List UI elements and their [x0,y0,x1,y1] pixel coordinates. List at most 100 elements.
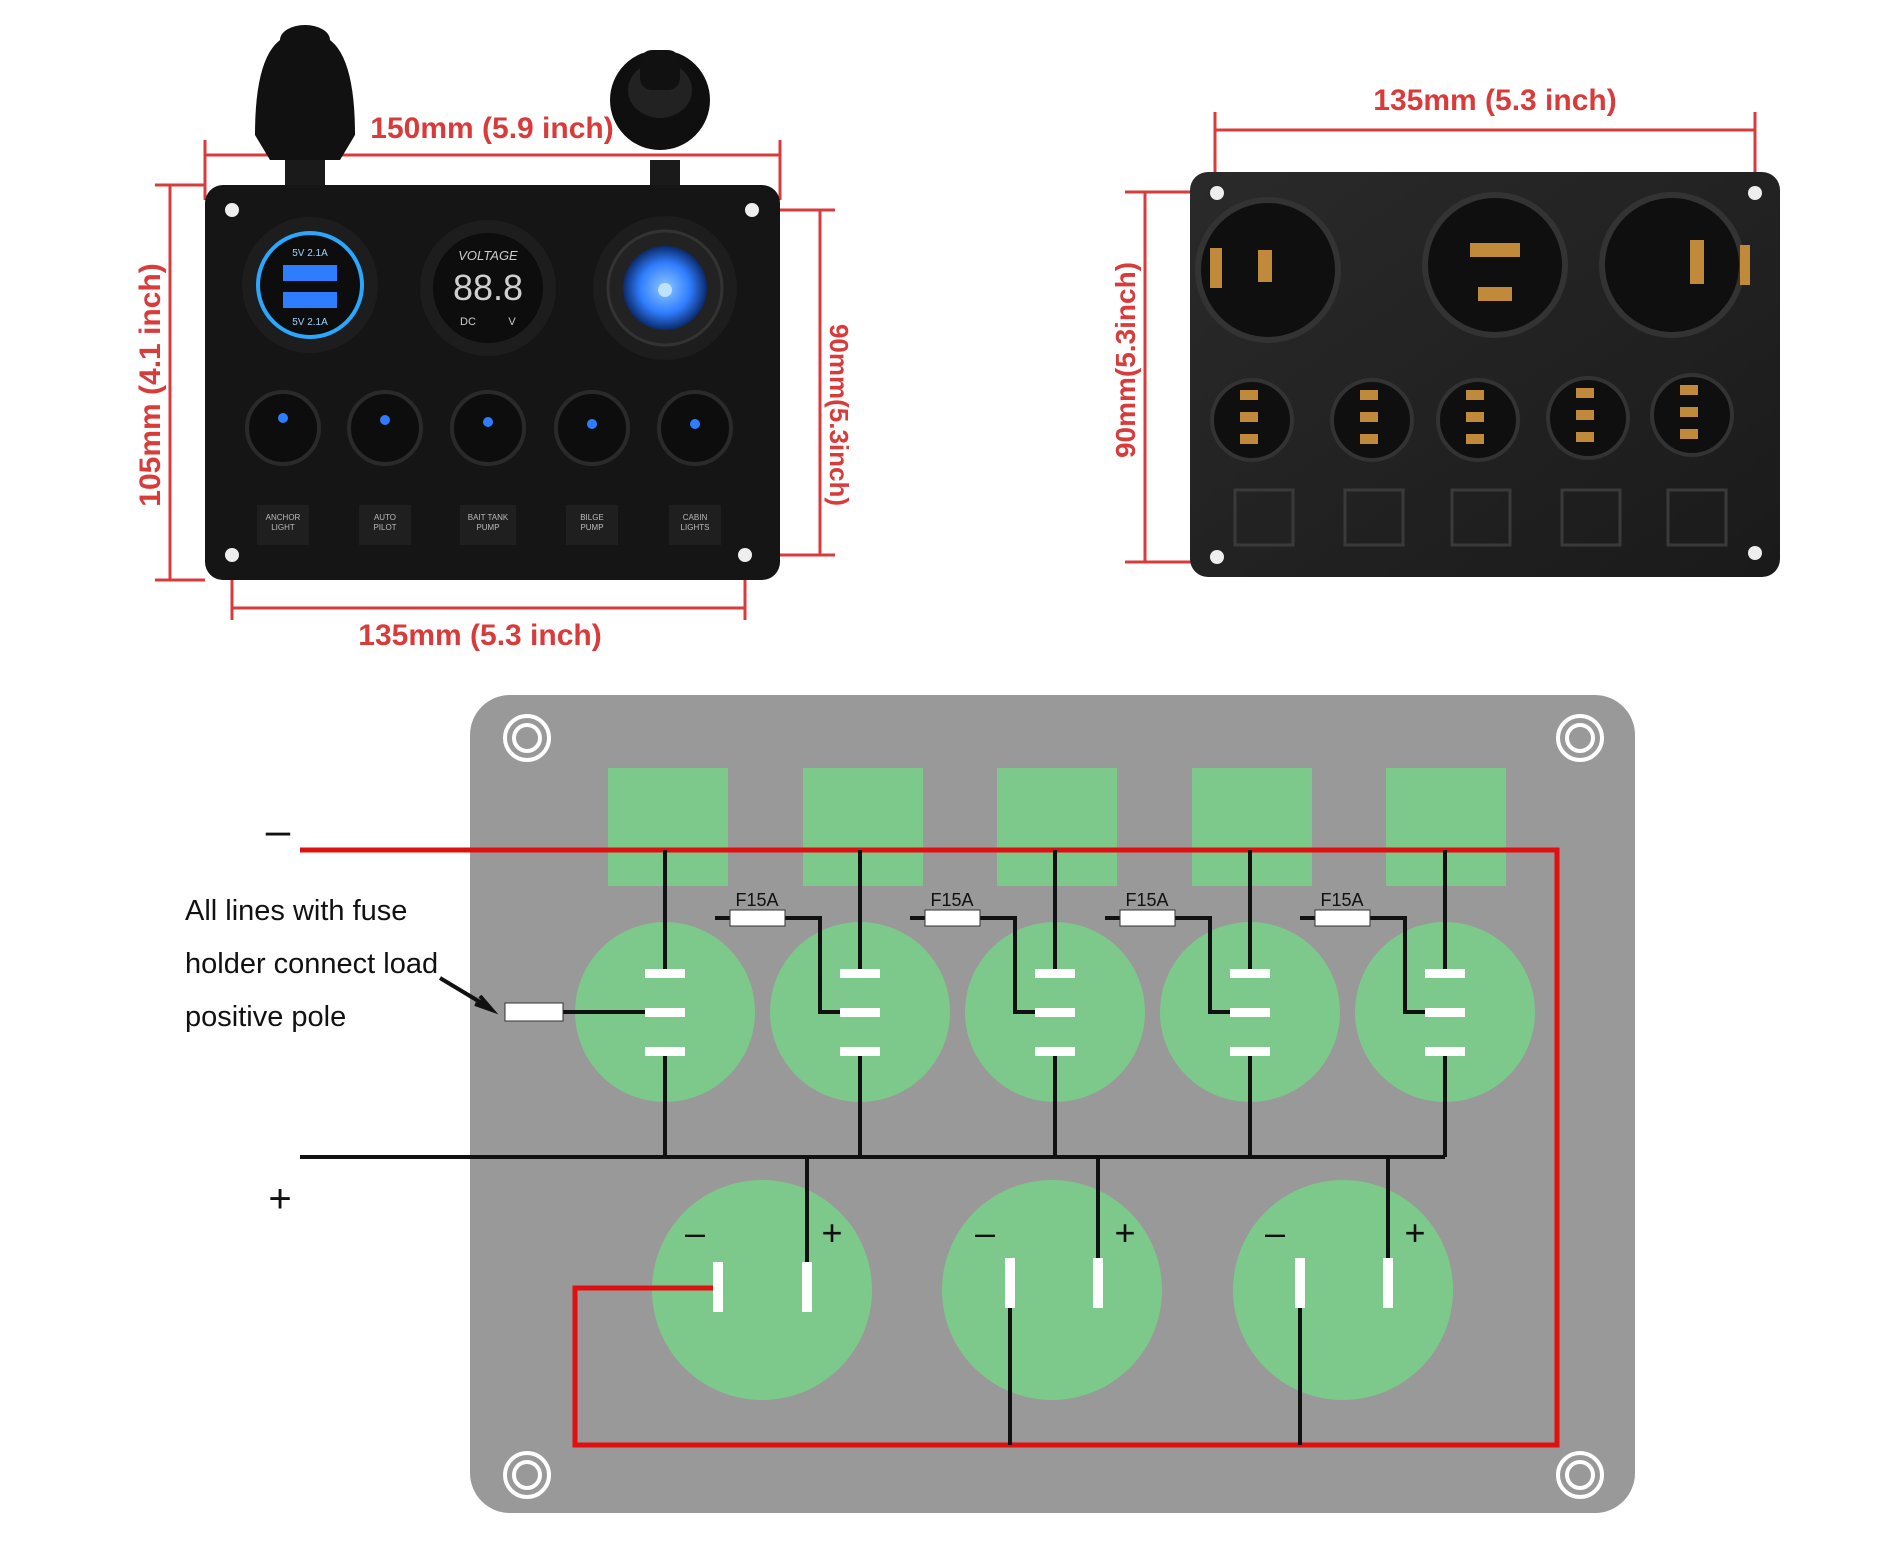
diagram-label-squares [608,768,1506,886]
voltmeter-title: VOLTAGE [458,248,518,263]
socket-circle [942,1180,1162,1400]
fuse-note-line-3: positive pole [185,1001,346,1033]
rear-label-recess [1343,488,1405,547]
rear-label-recess [1666,488,1728,547]
rocker-switch [657,390,733,466]
front-height-right-label: 90mm(5.3inch) [824,324,854,506]
rear-socket-housings [1195,192,1750,343]
fuse-note-line-1: All lines with fuse [185,895,407,927]
mount-hole [225,203,239,217]
negative-wire [300,847,1560,1448]
switch-label-5-line-2: LIGHTS [681,523,710,532]
rocker-switches [245,390,733,466]
corner-screws [503,714,1604,1499]
usb-charger: 5V 2.1A 5V 2.1A [242,217,378,353]
rear-label-recess [1450,488,1512,547]
back-view: 135mm (5.3 inch) 90mm(5.3inch) [1110,84,1780,577]
screw-icon-inner [1565,723,1595,753]
switch-label-4-line-2: PUMP [580,523,603,532]
fuse-note-line-2: holder connect load [185,948,438,980]
rear-switch-terminals [1210,373,1734,462]
switch-pins [645,969,1465,1056]
screw-icon-inner [512,1460,542,1490]
fuse-label: F15A [930,890,973,910]
mount-hole [1210,550,1224,564]
socket-circle [1233,1180,1453,1400]
diagram-socket-circles [652,1180,1453,1400]
fuse-holder [924,909,981,927]
fuse-label: F15A [735,890,778,910]
socket-plus-sign: + [1114,1212,1135,1253]
rear-switch-body [1436,378,1520,462]
negative-terminal-label: – [266,806,291,855]
screw-icon [1556,714,1604,762]
rear-switch-body [1330,378,1414,462]
switch-label-3-line-1: BAIT TANK [468,513,509,522]
rocker-switch [554,390,630,466]
rear-socket-housing [1422,192,1568,338]
usb-bottom-rating: 5V 2.1A [292,317,328,328]
mount-hole [1210,186,1224,200]
mount-hole [1748,186,1762,200]
rocker-switch [347,390,423,466]
fuse-label: F15A [1320,890,1363,910]
switch-label-2-line-2: PILOT [373,523,396,532]
rear-switch-body [1650,373,1734,457]
voltmeter-unit-dc: DC [460,316,476,328]
back-width-label: 135mm (5.3 inch) [1373,84,1616,117]
load-label-square [608,768,728,886]
socket-minus-sign: – [685,1212,705,1253]
front-width-bottom-label: 135mm (5.3 inch) [358,619,601,652]
switch-label-2-line-1: AUTO [374,513,396,522]
front-height-left-label: 105mm (4.1 inch) [134,263,167,506]
front-view: 150mm (5.9 inch) 105mm (4.1 inch) 90mm(5… [134,25,854,652]
switch-labels: ANCHOR LIGHT AUTO PILOT BAIT TANK PUMP B… [257,505,721,545]
screw-icon [1556,1451,1604,1499]
fuses [504,909,1371,1022]
back-height-label: 90mm(5.3inch) [1110,262,1141,458]
socket-plus-sign: + [821,1212,842,1253]
switch-label-5-line-1: CABIN [683,513,708,522]
fuse-holder [504,1002,564,1022]
mount-hole [225,548,239,562]
rocker-switch [450,390,526,466]
rear-label-recess [1560,488,1622,547]
rear-label-recess [1233,488,1295,547]
fuse-holder [1119,909,1176,927]
positive-terminal-label: + [268,1177,291,1221]
load-label-square [803,768,923,886]
screw-icon [503,714,551,762]
voltmeter: VOLTAGE 88.8 DC V [420,220,556,356]
rear-switch-body [1546,376,1630,460]
power-socket [593,216,737,360]
mount-hole [738,548,752,562]
switch-label-1-line-1: ANCHOR [266,513,301,522]
fuse-labels: F15A F15A F15A F15A [735,890,1363,910]
voltmeter-unit-v: V [508,316,516,328]
rear-label-recesses [1233,488,1728,547]
mount-hole [1748,546,1762,560]
screw-icon-inner [512,723,542,753]
screw-icon [503,1451,551,1499]
rear-switch-body [1210,378,1294,462]
socket-minus-sign: – [1265,1212,1285,1253]
switch-label-3-line-2: PUMP [476,523,499,532]
socket-plus-sign: + [1404,1212,1425,1253]
switch-label-1-line-2: LIGHT [271,523,295,532]
socket-circle [652,1180,872,1400]
socket-pins [713,1258,1393,1312]
fuse-holder [1314,909,1371,927]
socket-minus-sign: – [975,1212,995,1253]
usb-top-rating: 5V 2.1A [292,248,328,259]
voltmeter-display: 88.8 [453,267,523,308]
wiring-diagram: F15A F15A F15A F15A – + – + – + – + All … [185,695,1635,1513]
screw-icon-inner [1565,1460,1595,1490]
fuse-holder [729,909,786,927]
front-width-top-label: 150mm (5.9 inch) [370,112,613,145]
rear-socket-housing [1599,192,1745,338]
switch-label-4-line-1: BILGE [580,513,604,522]
rocker-switch [245,390,321,466]
fuse-note: All lines with fuse holder connect load … [185,895,438,1033]
fuse-label: F15A [1125,890,1168,910]
